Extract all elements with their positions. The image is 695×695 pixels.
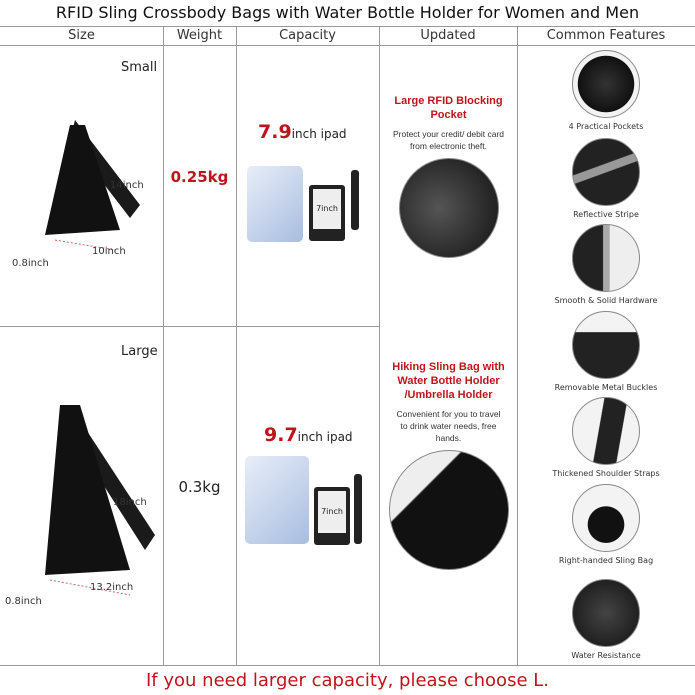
header-features: Common Features (546, 28, 666, 43)
small-depth: 0.8inch (12, 258, 49, 269)
rfid-pocket-image (398, 158, 499, 258)
updated-title-hiking: Hiking Sling Bag with Water Bottle Holde… (392, 361, 505, 401)
small-capacity: 7.9inch ipad (258, 121, 347, 143)
small-weight: 0.25kg (170, 168, 229, 186)
large-height: 18inch (113, 497, 147, 508)
ipad-image (247, 166, 303, 242)
large-bag-image (45, 405, 155, 596)
feature-image (572, 397, 640, 465)
header-capacity: Capacity (279, 28, 336, 43)
large-weight: 0.3kg (178, 478, 221, 496)
bottle-holder-image (388, 450, 509, 570)
large-width: 13.2inch (90, 582, 134, 593)
large-depth: 0.8inch (5, 596, 42, 607)
umbrella-image (354, 474, 362, 544)
size-large-label: Large (121, 344, 158, 359)
updated-cell-hiking: Hiking Sling Bag with Water Bottle Holde… (380, 360, 517, 570)
updated-text-hiking: Convenient for you to travel to drink wa… (396, 409, 501, 443)
feature-reflective: Reflective Stripe (517, 138, 695, 219)
feature-straps: Thickened Shoulder Straps (517, 397, 695, 478)
updated-cell-rfid: Large RFID Blocking Pocket Protect your … (380, 94, 517, 258)
feature-right-handed: Right-handed Sling Bag (517, 484, 695, 565)
feature-image (572, 138, 640, 206)
page-title: RFID Sling Crossbody Bags with Water Bot… (55, 3, 640, 22)
updated-text-rfid: Protect your credit/ debit card from ele… (392, 129, 505, 151)
feature-image (572, 484, 640, 552)
feature-hardware: Smooth & Solid Hardware (517, 224, 695, 305)
feature-water-resistance: Water Resistance (517, 579, 695, 660)
updated-title-rfid: Large RFID Blocking Pocket (394, 95, 503, 121)
size-small-label: Small (121, 60, 158, 75)
header-weight: Weight (176, 28, 223, 43)
umbrella-image (351, 170, 359, 230)
ipad-image (245, 456, 309, 544)
small-bag-image (45, 120, 140, 251)
feature-image (572, 311, 640, 379)
feature-image (572, 579, 640, 647)
footer-note: If you need larger capacity, please choo… (146, 670, 549, 691)
small-height: 14inch (110, 180, 144, 191)
feature-buckles: Removable Metal Buckles (517, 311, 695, 392)
header-updated: Updated (420, 28, 476, 43)
kindle-image: 7inch (309, 185, 345, 241)
small-width: 10inch (92, 246, 126, 257)
large-capacity: 9.7inch ipad (264, 424, 353, 446)
kindle-image: 7inch (314, 487, 350, 545)
header-size: Size (68, 28, 95, 43)
feature-pockets: 4 Practical Pockets (517, 50, 695, 131)
feature-image (572, 50, 640, 118)
feature-image (572, 224, 640, 292)
